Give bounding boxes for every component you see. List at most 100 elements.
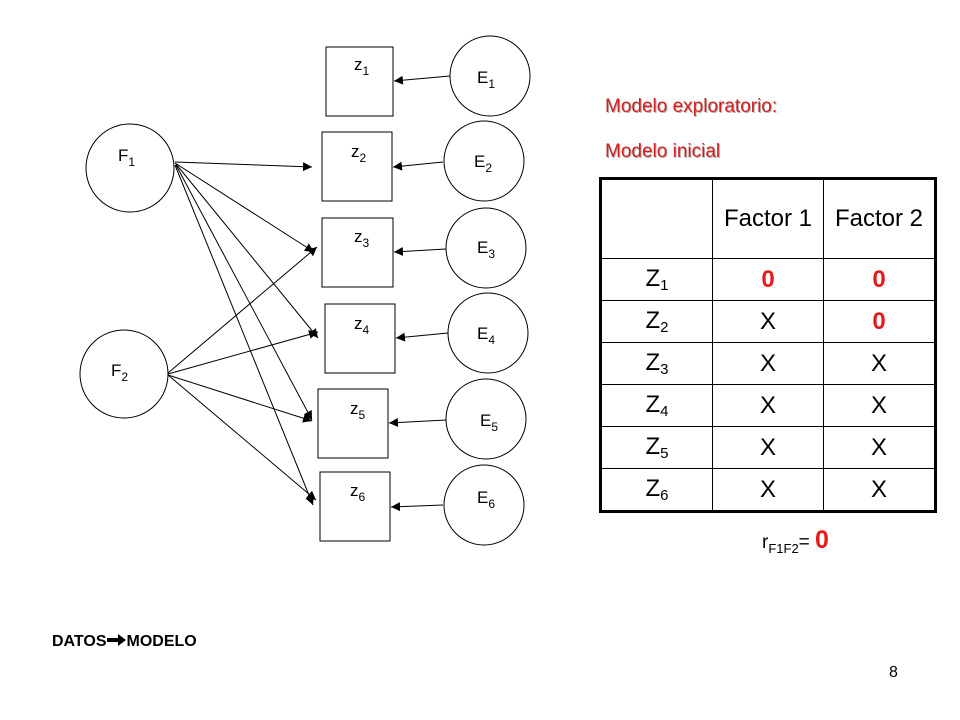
row-label: Z6	[600, 468, 713, 512]
indicator-label: z	[350, 481, 359, 500]
path-e3-z3	[393, 246, 447, 256]
indicator-label: z	[354, 227, 363, 246]
path-e2-z2	[392, 161, 444, 171]
indicator-box-z4: z4	[324, 303, 396, 374]
svg-text:E2: E2	[474, 152, 492, 175]
factor-subscript: 2	[121, 370, 128, 384]
error-label: E	[480, 411, 491, 430]
path-f1-z5	[175, 164, 313, 421]
svg-text:z5: z5	[350, 399, 366, 422]
indicator-box-z1: z1	[325, 46, 394, 117]
svg-text:z3: z3	[354, 227, 370, 250]
footer-left-text: DATOS	[52, 633, 107, 650]
heading-initial-model: Modelo inicial	[605, 141, 721, 162]
error-node-e6: E6	[443, 464, 525, 546]
heading-exploratory-model: Modelo exploratorio:	[605, 96, 778, 117]
table-row: Z6 X X	[600, 468, 936, 512]
factor-correlation: rF1F2= 0	[762, 526, 829, 556]
factor2-paths	[167, 246, 319, 501]
indicator-label: z	[351, 142, 360, 161]
factor-node-f1: F1	[85, 123, 175, 213]
correlation-equals: =	[798, 532, 816, 553]
error-node-e5: E5	[445, 378, 527, 460]
row-label: Z4	[600, 384, 713, 427]
correlation-symbol: r	[762, 532, 769, 553]
row-label: Z2	[600, 300, 713, 343]
factor-node-f2: F2	[79, 329, 169, 419]
error-label: E	[474, 152, 485, 171]
indicator-subscript: 3	[363, 236, 370, 250]
svg-text:E5: E5	[480, 411, 498, 434]
error-label: E	[477, 238, 488, 257]
table-cell: X	[712, 300, 824, 343]
svg-text:E6: E6	[477, 488, 495, 511]
path-f1-z4	[175, 163, 319, 339]
factor1-paths	[174, 161, 319, 506]
indicator-box-z5: z5	[317, 388, 389, 459]
correlation-value: 0	[815, 526, 829, 554]
svg-text:z2: z2	[351, 142, 367, 165]
path-f1-z2	[174, 161, 313, 172]
path-e5-z5	[388, 418, 447, 428]
svg-text:E3: E3	[477, 238, 495, 261]
table-row: Z4 X X	[600, 384, 936, 427]
path-e1-z1	[393, 75, 451, 85]
error-subscript: 5	[491, 420, 498, 434]
factor-subscript: 1	[128, 155, 135, 169]
error-subscript: 1	[488, 77, 495, 91]
column-header-factor-1: Factor 1	[712, 178, 824, 259]
table-row: Z5 X X	[600, 426, 936, 469]
svg-text:F1: F1	[118, 146, 135, 169]
factor-label: F	[118, 146, 128, 165]
error-subscript: 2	[485, 161, 492, 175]
indicator-subscript: 6	[359, 490, 366, 504]
error-node-e4: E4	[447, 292, 529, 374]
error-paths	[388, 75, 451, 512]
error-label: E	[477, 324, 488, 343]
correlation-subscript: F1F2	[768, 540, 799, 556]
footer-caption: DATOS MODELO	[52, 633, 197, 651]
error-label: E	[477, 488, 488, 507]
indicator-label: z	[350, 399, 359, 418]
table-cell: X	[712, 342, 824, 385]
table-cell: 0	[823, 300, 936, 343]
table-cell: X	[823, 426, 936, 469]
indicator-subscript: 5	[359, 408, 366, 422]
table-cell: X	[823, 342, 936, 385]
table-row: Z1 0 0	[600, 258, 936, 301]
error-node-e2: E2	[443, 120, 525, 202]
page-number: 8	[889, 664, 898, 681]
path-f2-z4	[167, 330, 319, 375]
indicator-label: z	[354, 55, 363, 74]
indicator-subscript: 1	[363, 64, 370, 78]
path-e6-z6	[390, 502, 444, 512]
table-header-row: Factor 1 Factor 2	[600, 178, 936, 259]
table-row: Z2 X 0	[600, 300, 936, 343]
indicator-box-z2: z2	[321, 131, 393, 202]
svg-text:F2: F2	[111, 361, 128, 384]
row-label: Z5	[600, 426, 713, 469]
table-corner-cell	[600, 178, 713, 259]
error-node-e3: E3	[445, 207, 527, 289]
path-e4-z4	[395, 332, 449, 342]
right-arrow-icon	[106, 634, 126, 646]
indicator-box-z6: z6	[319, 471, 391, 542]
table-cell: X	[712, 384, 824, 427]
indicator-box-z3: z3	[321, 217, 394, 288]
table-cell: X	[823, 468, 936, 512]
row-label: Z1	[600, 258, 713, 301]
path-f2-z5	[167, 374, 313, 423]
table-cell: 0	[712, 258, 824, 301]
path-f2-z3	[167, 246, 318, 374]
svg-text:E1: E1	[477, 68, 495, 91]
indicator-subscript: 4	[363, 323, 370, 337]
error-subscript: 3	[488, 247, 495, 261]
table-row: Z3 X X	[600, 342, 936, 385]
table-cell: X	[823, 384, 936, 427]
error-subscript: 4	[488, 333, 495, 347]
footer-right-text: MODELO	[126, 633, 197, 650]
indicator-label: z	[354, 314, 363, 333]
svg-text:z4: z4	[354, 314, 370, 337]
error-node-e1: E1	[449, 35, 531, 117]
path-f1-z6	[174, 164, 314, 506]
